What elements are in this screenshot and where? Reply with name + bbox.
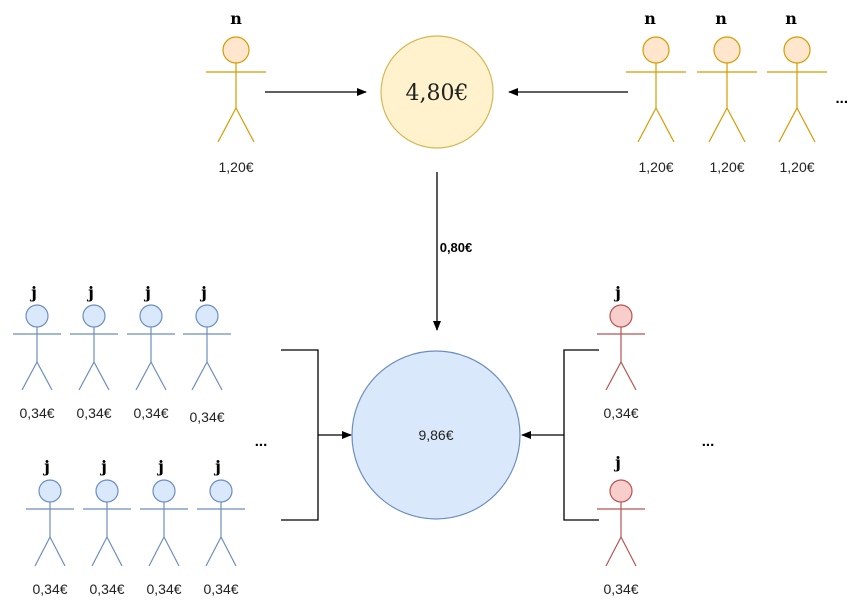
stick-figure-icon xyxy=(597,479,645,567)
stick-figure-icon xyxy=(13,304,61,391)
actor-role-label: n xyxy=(230,9,242,28)
actor-role-label: n xyxy=(785,9,797,28)
bottom-pool-value: 9,86€ xyxy=(418,427,453,443)
actor-amount-label: 0,34€ xyxy=(146,581,181,597)
actor-amount-label: 0,34€ xyxy=(603,405,638,421)
actor-amount-label: 0,34€ xyxy=(133,405,168,421)
blue-actor-r2-4: j 0,34€ xyxy=(197,457,245,597)
bottom-pool-circle xyxy=(351,350,521,520)
stick-figure-icon xyxy=(70,304,118,391)
blue-actor-r2-2: j 0,34€ xyxy=(83,457,131,597)
top-right-actor-3: n 1,20€ xyxy=(767,9,827,175)
stick-figure-icon xyxy=(697,36,757,143)
actor-role-label: j xyxy=(29,283,37,302)
actor-amount-label: 0,34€ xyxy=(19,405,54,421)
top-pool-circle xyxy=(380,35,494,149)
actor-role-label: j xyxy=(42,457,50,476)
actor-amount-label: 0,34€ xyxy=(89,581,124,597)
actor-role-label: j xyxy=(613,453,621,472)
blue-actor-r1-1: j 0,34€ xyxy=(13,283,61,421)
top-pool: 4,80€ xyxy=(380,35,494,149)
actor-amount-label: 0,34€ xyxy=(203,581,238,597)
actor-amount-label: 1,20€ xyxy=(218,159,253,175)
actor-role-label: j xyxy=(613,283,621,302)
right-bracket-connector xyxy=(563,349,599,521)
actor-amount-label: 0,34€ xyxy=(189,409,224,425)
top-right-more-label: ... xyxy=(835,90,848,107)
stick-figure-icon xyxy=(597,304,645,391)
stick-figure-icon xyxy=(26,479,74,567)
stick-figure-icon xyxy=(206,36,266,143)
actor-role-label: j xyxy=(99,457,107,476)
blue-actor-r2-1: j 0,34€ xyxy=(26,457,74,597)
actor-amount-label: 1,20€ xyxy=(709,159,744,175)
actor-amount-label: 0,34€ xyxy=(76,405,111,421)
left-bracket-connector xyxy=(281,349,319,521)
blue-actor-r1-2: j 0,34€ xyxy=(70,283,118,421)
red-actor-2: j 0,34€ xyxy=(597,453,645,597)
stick-figure-icon xyxy=(197,479,245,567)
actor-amount-label: 1,20€ xyxy=(779,159,814,175)
stick-figure-icon xyxy=(83,479,131,567)
stick-figure-icon xyxy=(626,36,686,143)
transfer-amount-label: 0,80€ xyxy=(440,240,473,255)
actor-amount-label: 0,34€ xyxy=(32,581,67,597)
red-actor-1: j 0,34€ xyxy=(597,283,645,421)
top-right-actor-2: n 1,20€ xyxy=(697,9,757,175)
actor-role-label: j xyxy=(199,283,207,302)
actor-amount-label: 1,20€ xyxy=(638,159,673,175)
blue-actor-r1-3: j 0,34€ xyxy=(127,283,175,421)
stick-figure-icon xyxy=(767,36,827,143)
blue-actor-r2-3: j 0,34€ xyxy=(140,457,188,597)
top-pool-value: 4,80€ xyxy=(406,81,469,106)
actor-role-label: n xyxy=(644,9,656,28)
right-more-label: ... xyxy=(702,433,715,450)
actor-role-label: n xyxy=(715,9,727,28)
blue-actor-r1-4: j 0,34€ xyxy=(183,283,231,425)
stick-figure-icon xyxy=(127,304,175,391)
stick-figure-icon xyxy=(140,479,188,567)
top-right-actor-1: n 1,20€ xyxy=(626,9,686,175)
actor-role-label: j xyxy=(143,283,151,302)
actor-amount-label: 0,34€ xyxy=(603,581,638,597)
actor-role-label: j xyxy=(86,283,94,302)
stick-figure-icon xyxy=(183,304,231,391)
actor-role-label: j xyxy=(156,457,164,476)
top-left-actor: n 1,20€ xyxy=(206,9,266,175)
bottom-pool: 9,86€ xyxy=(351,350,521,520)
actor-role-label: j xyxy=(213,457,221,476)
left-more-label: ... xyxy=(255,433,268,450)
